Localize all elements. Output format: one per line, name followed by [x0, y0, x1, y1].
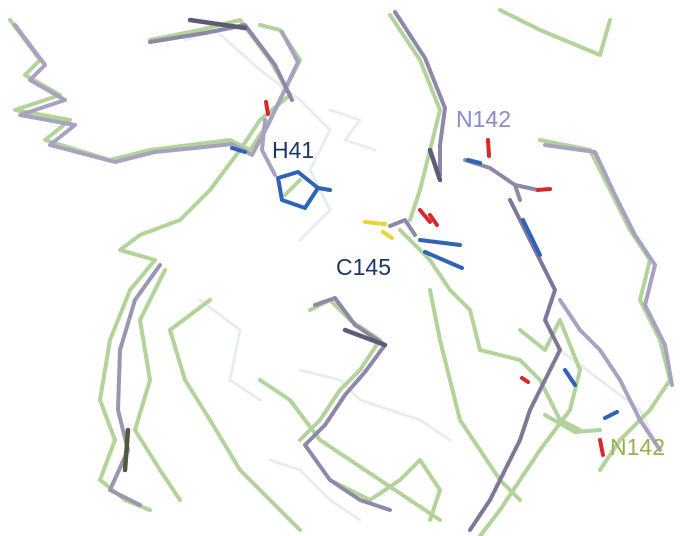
green-trace-lower-left — [168, 298, 302, 532]
n142-top-side-chain — [463, 138, 552, 257]
label-n142-top: N142 — [456, 106, 511, 132]
c145-sulfur-2 — [381, 230, 394, 240]
green-trace-bottom-right — [478, 318, 582, 536]
h41-side-chain — [230, 100, 332, 210]
h41-stalk — [260, 118, 277, 177]
faded-trace-6 — [198, 298, 262, 402]
purple-trace-n142-chain — [468, 198, 562, 532]
c145-sulfur — [363, 220, 387, 226]
faded-trace-2 — [328, 108, 377, 152]
c145-oxygen-2 — [428, 213, 439, 227]
green-trace-center-loop — [298, 298, 382, 442]
dark-segment-4 — [427, 147, 443, 183]
n142-top-carbonyl — [513, 183, 540, 192]
n142-bottom-stalk — [543, 413, 602, 434]
n142-top-carbonyl-o — [536, 187, 552, 192]
c145-nitrogen-2 — [423, 250, 464, 270]
n142-top-stalk — [463, 158, 522, 202]
purple-trace-right-sweep — [543, 143, 674, 387]
green-trace-bottom-mid — [328, 458, 442, 522]
dark-segment-1 — [187, 17, 248, 31]
c145-backbone-stub — [388, 218, 417, 237]
c145-side-chain — [363, 208, 464, 270]
purple-backbone — [13, 10, 674, 532]
n142-top-nitrogen — [466, 158, 482, 165]
n142-bottom-side-chain — [520, 368, 619, 457]
green-trace-left-inner — [133, 268, 182, 502]
dark-segment-3 — [122, 427, 131, 473]
purple-trace-lower-right — [558, 298, 662, 452]
h41-ring — [276, 170, 320, 210]
background-traces — [183, 28, 662, 522]
faded-trace-4 — [268, 458, 362, 522]
purple-trace-center — [303, 296, 392, 512]
dark-segment-2 — [342, 327, 388, 348]
faded-trace-3 — [298, 368, 452, 442]
c145-oxygen-1 — [418, 208, 432, 224]
n142-bottom-oxygen — [598, 438, 605, 457]
green-trace-c145-tail — [398, 228, 582, 432]
h41-n-left — [230, 146, 247, 154]
n142-bottom-nitrogen — [603, 410, 619, 420]
label-n142-bottom: N142 — [610, 434, 665, 460]
h41-n-bond — [316, 186, 332, 192]
green-trace-right-upper — [498, 8, 612, 57]
chain-oxygen-mid — [520, 376, 530, 384]
n142-top-oxygen — [486, 138, 491, 158]
purple-trace-top-arc — [148, 23, 294, 102]
faded-trace-1 — [183, 28, 332, 242]
green-trace-center-bottom — [258, 378, 442, 522]
n142-top-chain-n — [521, 218, 542, 257]
dark-segments — [122, 17, 443, 473]
label-h41: H41 — [272, 137, 314, 163]
purple-trace-left-column — [108, 263, 162, 507]
h41-oxygen — [264, 100, 270, 116]
chain-nitrogen-mid — [563, 368, 577, 387]
green-trace-right-top — [388, 13, 442, 222]
green-trace-left-loop — [118, 18, 292, 262]
label-c145: C145 — [336, 254, 391, 280]
h41-ring-inner — [283, 178, 302, 197]
c145-nitrogen — [418, 238, 462, 247]
purple-trace-right-top — [393, 10, 447, 177]
